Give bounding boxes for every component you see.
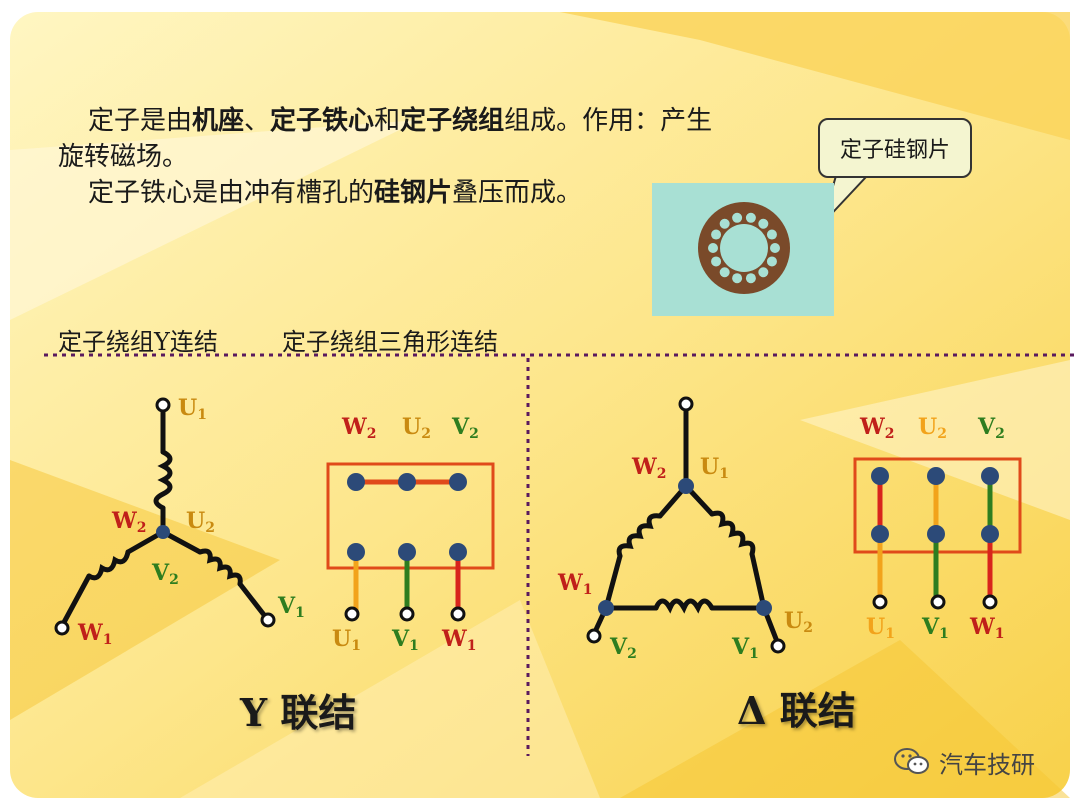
y-label-u1: U1 — [178, 395, 207, 423]
intro-text: 、 — [244, 106, 271, 136]
y-label-v2: V2 — [151, 560, 179, 588]
y-term-bottom-u1: U1 — [332, 626, 361, 654]
lamination-slot — [766, 229, 777, 240]
delta-label-u1: U1 — [700, 454, 729, 482]
lamination-slot — [719, 218, 730, 229]
delta-label-w1: W1 — [557, 570, 592, 598]
intro-bold-steel: 硅钢片 — [374, 178, 453, 208]
lamination-slot — [770, 243, 780, 253]
y-connection-diagram: U1 W2 U2 V2 W1 V1 W2 U2 V2 U1 V1 W1 — [54, 395, 495, 654]
lamination-slot — [711, 229, 722, 240]
y-label-w2: W2 — [111, 508, 146, 536]
lamination-slot — [758, 218, 769, 229]
delta-connection-diagram: W2 U1 W1 U2 V2 V1 W2 U2 V2 U1 V1 W1 — [557, 396, 1022, 662]
lamination-slot — [732, 273, 743, 284]
y-title: Y 联结 — [240, 690, 357, 735]
delta-term-top-u2: U2 — [918, 414, 947, 442]
y-label-w1: W1 — [77, 620, 112, 648]
delta-term-bottom-u1: U1 — [866, 614, 895, 642]
lamination-slot — [758, 267, 769, 278]
callout-label: 定子硅钢片 — [839, 138, 950, 163]
lamination-slot — [719, 267, 730, 278]
stator-lamination-image — [698, 202, 790, 294]
wechat-icon — [894, 748, 929, 774]
lamination-slot — [745, 212, 756, 223]
intro-line-3: 定子铁心是由冲有槽孔的硅钢片叠压而成。 — [88, 176, 582, 210]
y-term-bottom-w1: W1 — [441, 626, 476, 654]
y-term-top-u2: U2 — [402, 414, 431, 442]
intro-bold-frame: 机座 — [192, 106, 245, 136]
y-term-top-v2: V2 — [451, 414, 479, 442]
y-label-v1: V1 — [277, 593, 305, 621]
lamination-slot — [708, 243, 718, 253]
delta-term-top-v2: V2 — [977, 414, 1005, 442]
lamination-slot — [766, 256, 777, 267]
silicon-steel-photo — [652, 183, 834, 316]
lamination-slot — [732, 212, 743, 223]
brand-watermark: 汽车技研 — [893, 742, 1035, 782]
intro-text: 组成。作用：产生 — [504, 106, 713, 136]
intro-text: 定子铁心是由冲有槽孔的 — [88, 178, 375, 208]
delta-term-bottom-v1: V1 — [921, 614, 949, 642]
y-term-top-w2: W2 — [341, 414, 376, 442]
intro-line-2: 旋转磁场。 — [58, 142, 189, 172]
delta-title: Δ 联结 — [737, 688, 856, 733]
intro-bold-core: 定子铁心 — [270, 106, 375, 136]
delta-label-v2: V2 — [609, 634, 637, 662]
delta-term-bottom-w1: W1 — [969, 614, 1004, 642]
delta-term-top-w2: W2 — [859, 414, 894, 442]
delta-label-u2: U2 — [784, 608, 813, 636]
intro-text: 和 — [374, 106, 401, 136]
lamination-slot — [711, 256, 722, 267]
intro-line-1: 定子是由机座、定子铁心和定子绕组组成。作用：产生 — [88, 104, 712, 138]
lamination-slot — [745, 273, 756, 284]
intro-bold-winding: 定子绕组 — [400, 106, 505, 136]
subtitle-delta: 定子绕组三角形连结 — [282, 328, 498, 356]
subtitle-y: 定子绕组Y连结 — [58, 328, 218, 356]
y-label-u2: U2 — [186, 508, 215, 536]
callout-silicon-steel: 定子硅钢片 — [818, 118, 972, 178]
delta-label-v1: V1 — [731, 634, 759, 662]
brand-name: 汽车技研 — [939, 750, 1035, 779]
delta-label-w2: W2 — [631, 454, 666, 482]
y-term-bottom-v1: V1 — [391, 626, 419, 654]
intro-text: 叠压而成。 — [452, 178, 583, 208]
intro-text: 定子是由 — [88, 106, 193, 136]
